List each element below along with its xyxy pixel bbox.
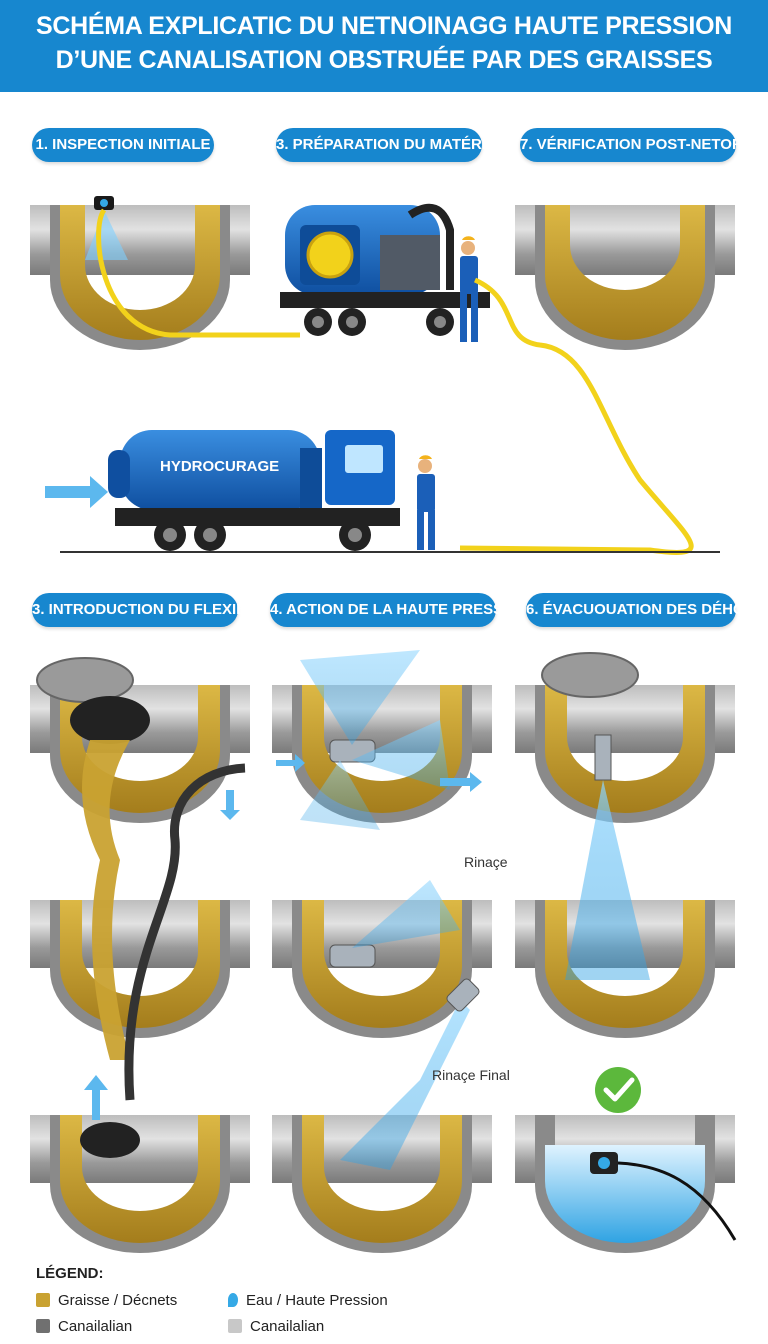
page-title-line-2: D’UNE CANALISATION OBSTRUÉE PAR DES GRAI… (55, 46, 713, 74)
up-arrow-icon (84, 1075, 108, 1120)
pipe-light-swatch-icon (228, 1319, 242, 1333)
check-icon (595, 1067, 641, 1113)
high-pressure-spray (300, 650, 480, 1170)
inspection-camera-icon (590, 1152, 737, 1241)
right-arrow-icon (440, 772, 482, 792)
hose-long (459, 277, 694, 555)
legend-item-grease: Graisse / Décnets (36, 1291, 177, 1311)
camera-icon (85, 196, 128, 260)
flow-arrow-icon (45, 476, 108, 508)
grease-swatch-icon (36, 1293, 50, 1307)
legend-item-water: Eau / Haute Pression (228, 1291, 388, 1311)
step-pill-6: 6. ÉVACUOUATION DES DÉHCÉTS (526, 593, 768, 627)
step-pill-3: 7. VÉRIFICATION POST-NETORAGE (520, 128, 768, 162)
legend: LÉGEND: Graisse / Décnets Eau / Haute Pr… (0, 1255, 768, 1344)
pipe-tile (515, 1115, 735, 1253)
truck-label: HYDROCURAGE (160, 458, 280, 475)
pipe-tile (30, 900, 250, 1038)
legend-title: LÉGEND: (36, 1265, 104, 1282)
vacuum-truck-top (280, 203, 490, 342)
final-rinse-annotation: Rinaçe Final (432, 1067, 510, 1083)
updown-arrow-icon (220, 790, 240, 820)
pipe-tile (515, 685, 735, 823)
pipe-section-verification (515, 205, 735, 350)
page-title-line-1: SCHÉMA EXPLICATIC DU NETNOINAGG HAUTE PR… (36, 12, 732, 40)
step-pill-5: 4. ACTION DE LA HAUTE PRESSION (270, 593, 530, 627)
pipe-tile (30, 1115, 250, 1253)
water-drop-icon (228, 1293, 238, 1307)
hose-top (96, 208, 300, 338)
legend-item-pipe-light: Canailalian (228, 1317, 324, 1337)
legend-item-pipe-dark: Canailalian (36, 1317, 132, 1337)
step-pill-1: 1. INSPECTION INITIALE (32, 128, 214, 162)
rinse-annotation: Rinaçe (464, 854, 508, 870)
pipe-section-initial (30, 205, 250, 350)
header-banner: SCHÉMA EXPLICATIC DU NETNOINAGG HAUTE PR… (0, 0, 768, 92)
step-pill-2: 3. PRÉPARATION DU MATÉREL (276, 128, 501, 162)
evacuation-spray (541, 652, 650, 980)
left-arrow-icon (276, 754, 305, 772)
flexible-hose-descent (36, 657, 246, 1158)
pipe-dark-swatch-icon (36, 1319, 50, 1333)
step-pill-4: 3. INTRODUCTION DU FLEXIBLE (32, 593, 266, 627)
hydrocurage-truck (108, 430, 435, 551)
